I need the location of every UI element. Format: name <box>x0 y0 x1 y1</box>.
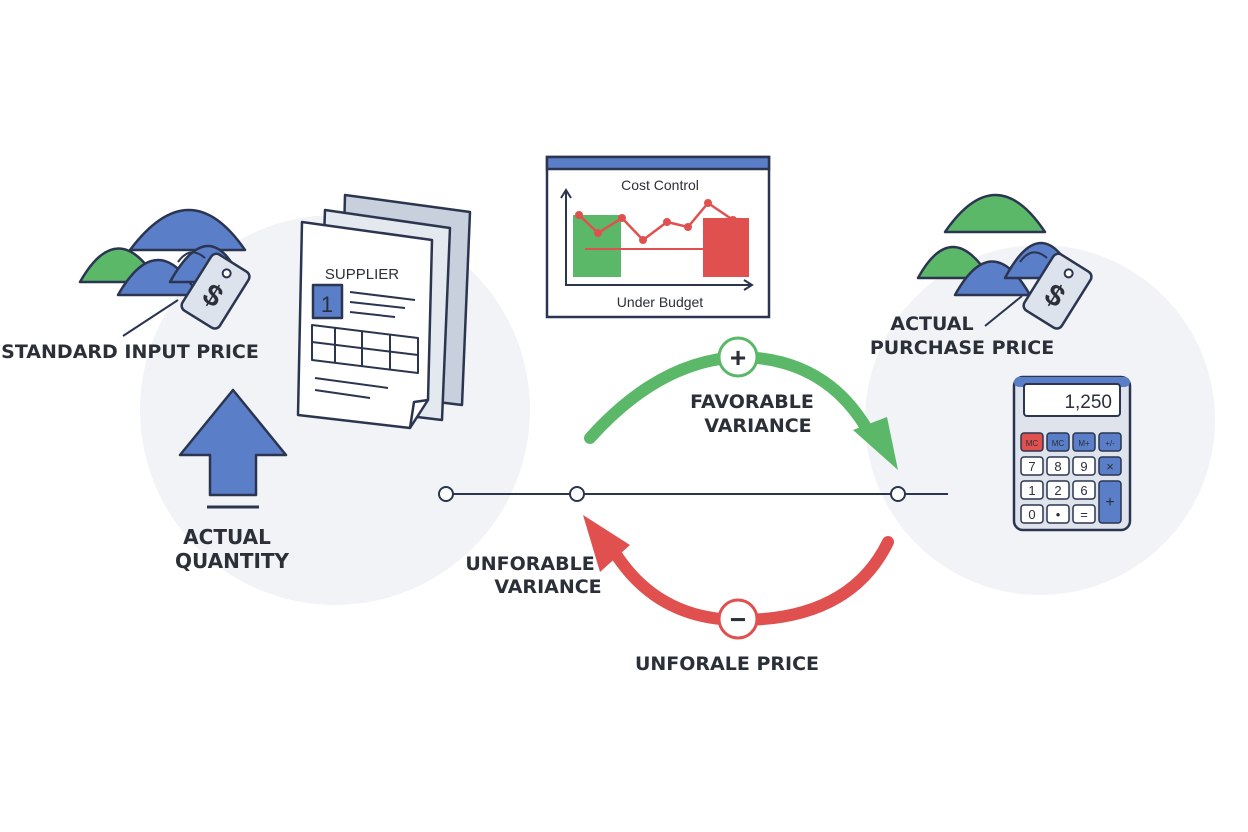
calc-key-r4-0: 0 <box>1028 507 1035 522</box>
left-pointer-line <box>122 299 179 337</box>
up-arrow-icon <box>178 388 288 509</box>
minus-sign: − <box>730 604 746 635</box>
calc-key-r3-2: 6 <box>1080 483 1087 498</box>
calc-key-r1-1: MC <box>1052 439 1065 448</box>
calc-key-r2-0: 7 <box>1028 459 1035 474</box>
calc-key-r2-1: 8 <box>1054 459 1061 474</box>
calc-key-r3-1: 2 <box>1054 483 1061 498</box>
right-pointer-line <box>984 295 1023 327</box>
chart-caption: Under Budget <box>617 294 704 310</box>
actual-quantity-label-2: QUANTITY <box>175 549 290 573</box>
calc-key-plus: + <box>1105 494 1114 511</box>
calculator-display: 1,250 <box>1064 392 1112 413</box>
timeline-icon <box>438 486 948 502</box>
standard-input-price-label: STANDARD INPUT PRICE <box>1 341 259 363</box>
favorable-label-1: FAVORABLE <box>690 391 814 413</box>
actual-purchase-label-2: PURCHASE PRICE <box>870 337 1054 359</box>
calc-key-r1-3: +/- <box>1105 439 1115 448</box>
document-badge: 1 <box>321 292 333 317</box>
calc-key-r4-2: = <box>1080 507 1088 522</box>
unforable-label-1: UNFORABLE <box>465 553 594 575</box>
left-price-tag-icon: $ <box>177 251 251 330</box>
actual-quantity-label-1: ACTUAL <box>183 525 271 549</box>
calc-key-r1-2: M+ <box>1078 439 1090 448</box>
calc-key-r1-0: MC <box>1026 439 1039 448</box>
actual-purchase-label-1: ACTUAL <box>890 313 973 335</box>
calculator-icon: 1,250 MC MC M+ +/- 7 8 9 × 1 2 6 + 0 • <box>1012 375 1132 532</box>
unforale-price-label: UNFORALE PRICE <box>635 653 819 675</box>
document-title: SUPPLIER <box>325 266 399 283</box>
cost-chart-icon <box>545 155 771 319</box>
right-price-tag-icon: $ <box>1019 251 1093 330</box>
calc-key-r3-0: 1 <box>1028 483 1035 498</box>
unforable-label-2: VARIANCE <box>494 576 601 598</box>
calc-key-r2-2: 9 <box>1080 459 1087 474</box>
calc-key-r2-3: × <box>1106 459 1114 474</box>
chart-title: Cost Control <box>621 177 699 193</box>
plus-sign: + <box>730 342 746 373</box>
calc-key-r4-1: • <box>1056 507 1061 522</box>
document-icon: 1 <box>296 193 472 430</box>
favorable-label-2: VARIANCE <box>704 415 811 437</box>
unfavorable-arrow-icon: − <box>583 515 894 640</box>
favorable-arrow-icon: + <box>584 336 898 470</box>
left-blocks-icon <box>78 208 247 297</box>
